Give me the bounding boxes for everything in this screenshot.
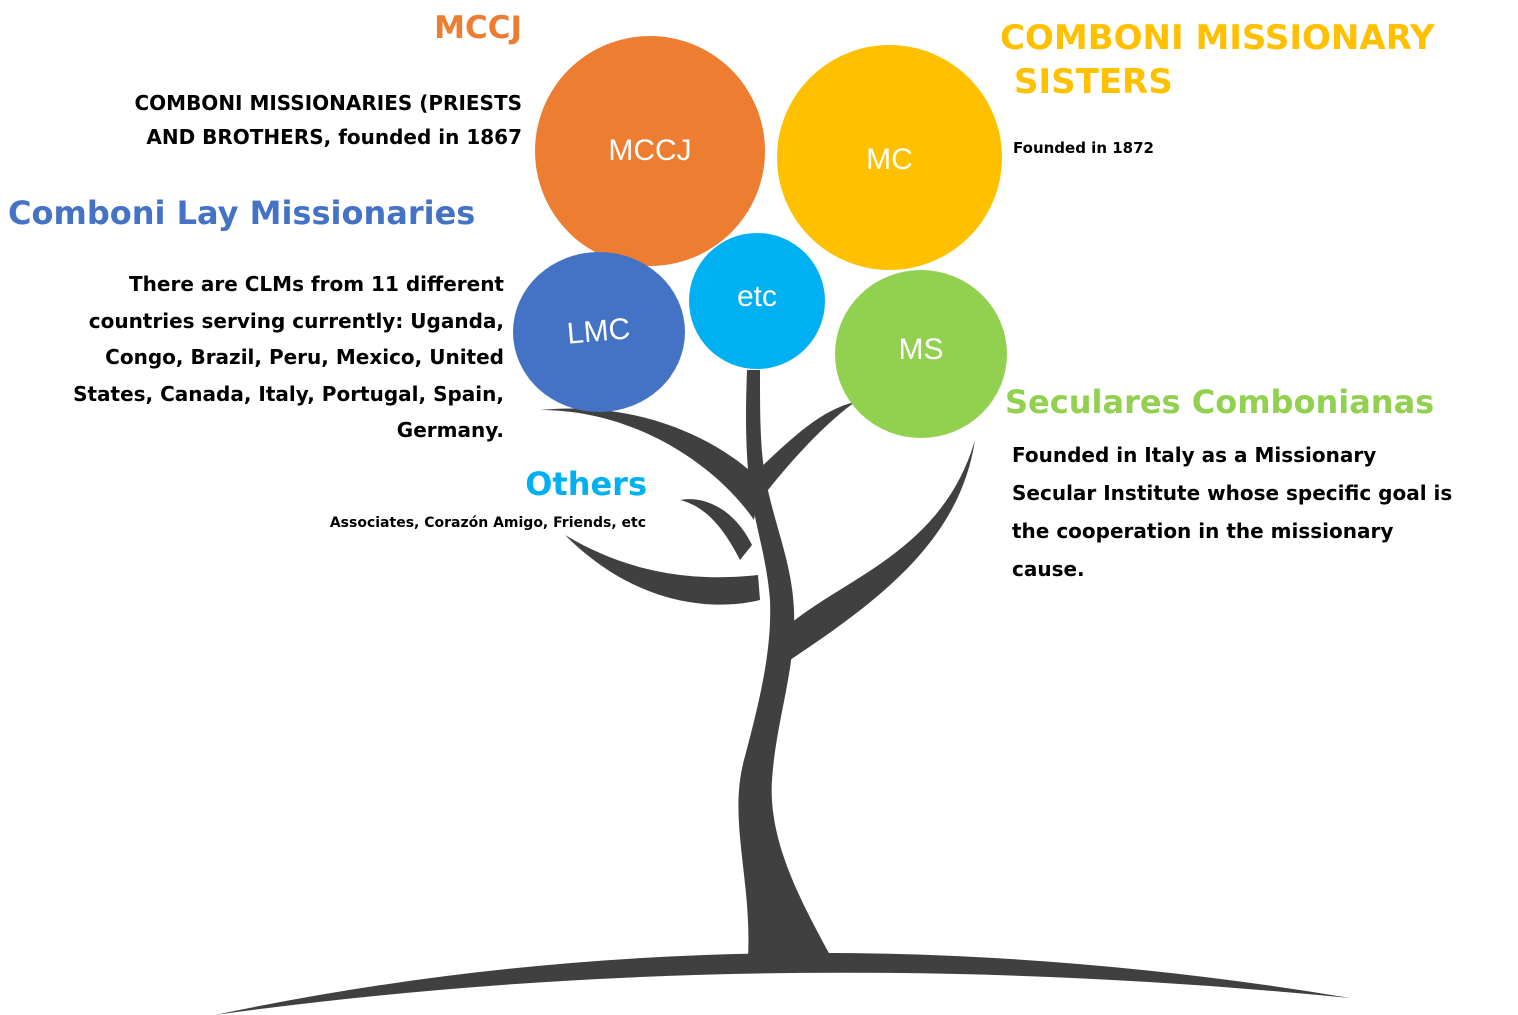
- etc-circle: etc: [689, 233, 825, 369]
- mccj-circle-label: MCCJ: [608, 134, 692, 167]
- seculares-heading: Seculares Combonianas: [1005, 383, 1435, 421]
- lay-description: There are CLMs from 11 different countri…: [0, 266, 504, 449]
- branch-lower-left: [565, 535, 760, 605]
- sisters-heading: COMBONI MISSIONARY SISTERS: [1000, 16, 1500, 104]
- mccj-description: COMBONI MISSIONARIES (PRIESTS AND BROTHE…: [40, 86, 522, 154]
- branch-lower-right: [772, 440, 975, 660]
- etc-circle-label: etc: [736, 280, 778, 313]
- lay-desc-line-2: countries serving currently: Uganda,: [88, 308, 504, 333]
- mccj-desc-line-2: AND BROTHERS, founded in 1867: [146, 125, 522, 149]
- ms-circle-label: MS: [898, 333, 944, 366]
- branch-others-curl: [680, 499, 752, 560]
- seculares-desc-line-4: cause.: [1012, 557, 1085, 581]
- mc-circle-label: MC: [866, 143, 913, 176]
- others-description: Associates, Corazón Amigo, Friends, etc: [329, 515, 646, 531]
- mccj-desc-line-1: COMBONI MISSIONARIES (PRIESTS: [134, 91, 522, 115]
- lmc-circle: LMC: [513, 252, 685, 412]
- branch-left: [540, 408, 760, 520]
- mc-circle: MC: [777, 45, 1002, 270]
- ms-circle: MS: [835, 270, 1007, 438]
- sisters-heading-line-1: COMBONI MISSIONARY: [1000, 18, 1435, 58]
- lay-desc-line-5: Germany.: [396, 418, 504, 442]
- branch-right: [758, 402, 855, 490]
- seculares-description: Founded in Italy as a Missionary Secular…: [1012, 436, 1518, 588]
- seculares-desc-line-3: the cooperation in the missionary: [1012, 519, 1394, 543]
- lay-desc-line-4: States, Canada, Italy, Portugal, Spain,: [73, 381, 504, 406]
- lay-desc-line-1: There are CLMs from 11 different: [129, 272, 504, 296]
- lay-desc-line-3: Congo, Brazil, Peru, Mexico, United: [105, 345, 504, 369]
- sisters-description: Founded in 1872: [1013, 139, 1154, 157]
- ground-arc: [215, 952, 1350, 1015]
- mccj-heading: MCCJ: [434, 10, 522, 46]
- lmc-circle-label: LMC: [565, 312, 632, 351]
- sisters-heading-line-2: SISTERS: [1014, 62, 1173, 102]
- trunk: [738, 370, 830, 958]
- seculares-desc-line-1: Founded in Italy as a Missionary: [1012, 443, 1377, 467]
- seculares-desc-line-2: Secular Institute whose specific goal is: [1012, 481, 1453, 505]
- others-heading: Others: [525, 465, 647, 503]
- mccj-circle: MCCJ: [535, 36, 765, 266]
- lay-heading: Comboni Lay Missionaries: [8, 194, 476, 232]
